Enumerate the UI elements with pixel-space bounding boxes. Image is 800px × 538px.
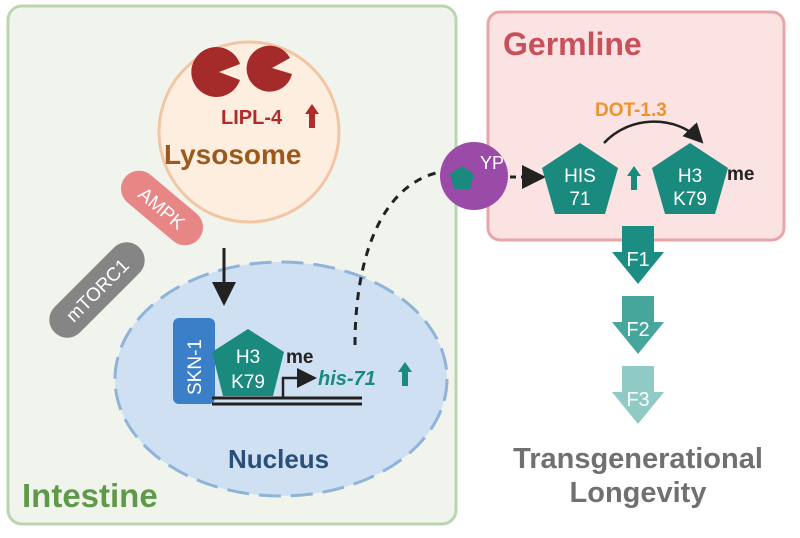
methylation-arrow — [603, 120, 704, 144]
h3k79-histone: H3 K79 — [212, 329, 284, 396]
up-arrow-icon — [305, 104, 319, 128]
dot13-label: DOT-1.3 — [595, 100, 667, 121]
his71-histone: HIS 71 — [542, 143, 618, 214]
k79-label: K79 — [231, 372, 265, 393]
lipl4-label: LIPL-4 — [221, 107, 283, 129]
methyl-label: me — [286, 347, 313, 368]
generation-f3: F3 — [612, 366, 664, 424]
generation-f3-label: F3 — [626, 389, 649, 411]
germline-methyl-label: me — [727, 164, 754, 185]
germline-k79-label: K79 — [673, 189, 707, 210]
germline-h3-label: H3 — [678, 166, 702, 187]
yp-particle: YP — [440, 142, 508, 210]
his71-gene-label: his-71 — [318, 368, 376, 390]
outcome-line1: Transgenerational — [513, 443, 763, 475]
his-label: HIS — [564, 166, 596, 187]
generation-f1-label: F1 — [626, 249, 649, 271]
transport-path — [353, 170, 441, 346]
skn1-box: SKN-1 — [173, 318, 215, 404]
lysosome-label: Lysosome — [164, 139, 301, 170]
lipase-icon — [191, 46, 240, 97]
germline-label: Germline — [503, 26, 642, 62]
generation-f2: F2 — [612, 296, 664, 354]
generation-f2-label: F2 — [626, 319, 649, 341]
lipase-icon-2 — [246, 45, 292, 92]
outcome-line2: Longevity — [570, 477, 707, 509]
up-arrow-icon — [398, 362, 412, 386]
skn1-label: SKN-1 — [185, 339, 206, 395]
yp-label: YP — [480, 153, 504, 173]
his-71-number-label: 71 — [569, 189, 590, 210]
intestine-label: Intestine — [22, 477, 158, 514]
nucleus-label: Nucleus — [228, 444, 329, 474]
h3k79-germline-histone: H3 K79 — [652, 143, 728, 214]
h3-label: H3 — [236, 347, 260, 368]
up-arrow-icon — [627, 166, 641, 190]
transcription-arrow — [281, 368, 317, 397]
generation-f1: F1 — [612, 226, 664, 284]
